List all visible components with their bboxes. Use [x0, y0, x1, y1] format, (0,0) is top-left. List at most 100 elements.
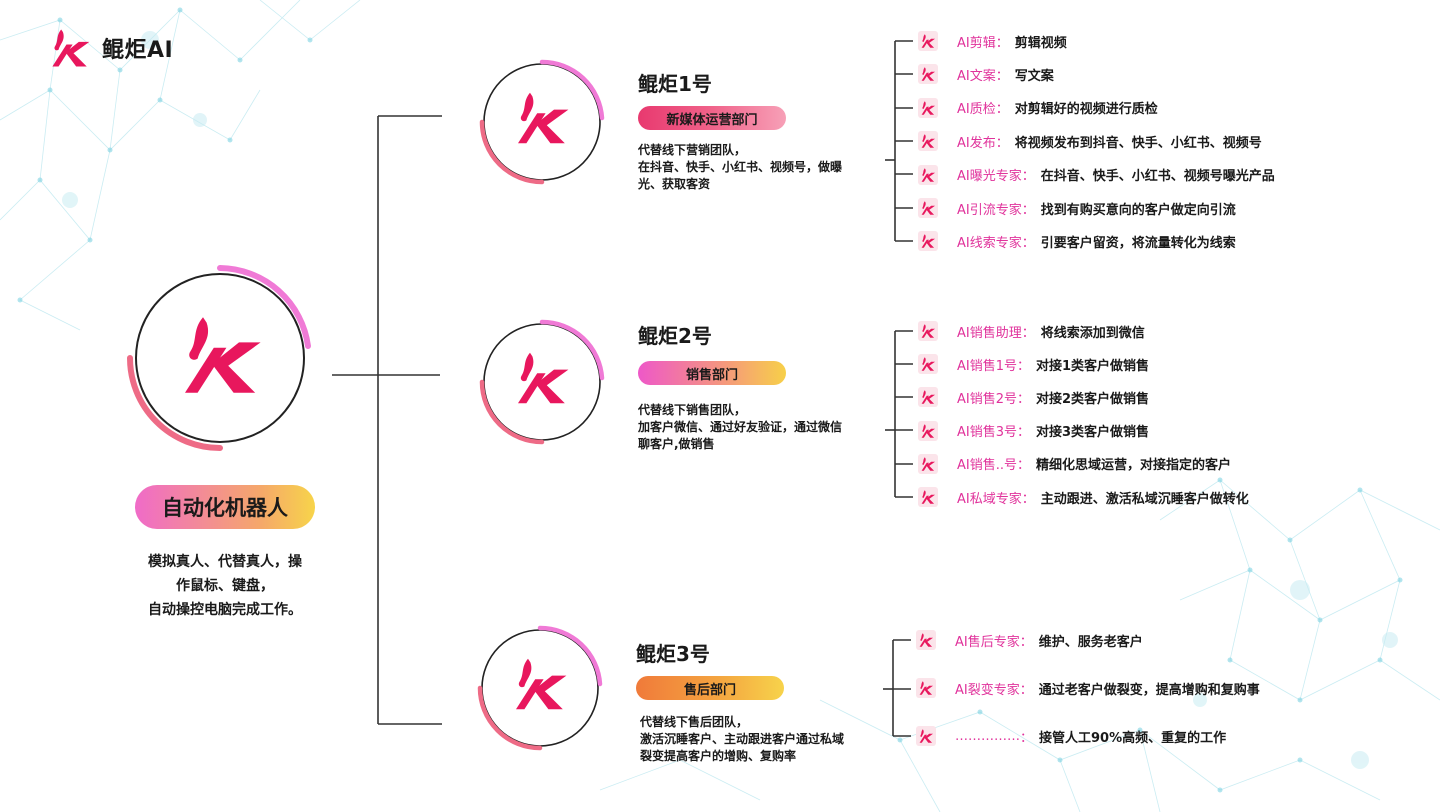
dept1-logo	[479, 59, 605, 185]
item-role: AI剪辑	[957, 35, 996, 51]
k-flame-icon	[921, 67, 936, 82]
dept3-title: 鲲炬3号	[636, 642, 710, 666]
item-logo-icon	[918, 97, 938, 118]
item-colon: ：	[1017, 425, 1031, 441]
item-task: 剪辑视频	[1014, 35, 1067, 51]
item-logo-icon	[918, 321, 938, 341]
item-task: 对接2类客户做销售	[1036, 391, 1150, 407]
item-role: AI发布	[957, 135, 996, 151]
list-item: AI销售..号：精细化思域运营，对接指定的客户	[918, 453, 1231, 475]
dept1-pill: 新媒体运营部门	[638, 106, 786, 130]
item-role: AI售后专家	[955, 634, 1020, 650]
item-colon: ：	[995, 68, 1009, 84]
item-task: 写文案	[1014, 68, 1054, 84]
list-item: AI售后专家：维护、服务老客户	[916, 629, 1143, 651]
dept1-title: 鲲炬1号	[638, 72, 712, 96]
list-item: ……………：接管人工90%高频、重复的工作	[916, 725, 1226, 747]
item-role: AI引流专家	[957, 202, 1022, 218]
item-task: 通过老客户做裂变，提高增购和复购事	[1038, 682, 1260, 698]
dept2-title: 鲲炬2号	[638, 324, 712, 348]
item-colon: ：	[1017, 358, 1031, 374]
item-colon: ：	[995, 102, 1009, 118]
item-colon: ：	[1019, 682, 1033, 698]
list-item: AI销售1号： 对接1类客户做销售	[918, 353, 1149, 375]
k-flame-icon	[921, 134, 936, 148]
item-task: 维护、服务老客户	[1038, 634, 1143, 650]
k-flame-icon	[919, 729, 934, 743]
k-flame-icon	[185, 317, 261, 393]
dept3-pill: 售后部门	[636, 676, 784, 700]
k-flame-icon	[921, 234, 936, 249]
item-task: 对接3类客户做销售	[1036, 425, 1150, 441]
item-logo-icon	[918, 231, 938, 252]
main-robot-logo	[127, 265, 311, 451]
item-task: 将视频发布到抖音、快手、小红书、视频号	[1014, 135, 1262, 151]
item-colon: ：	[1017, 458, 1031, 474]
dept2-pill: 销售部门	[638, 361, 786, 385]
dept2-description: 代替线下销售团队， 加客户微信、通过好友验证，通过微信 聊客户,做销售	[638, 403, 843, 451]
item-logo-icon	[916, 678, 936, 698]
k-flame-icon	[921, 490, 936, 504]
dept3-logo	[477, 625, 603, 751]
list-item: AI曝光专家： 在抖音、快手、小红书、视频号曝光产品	[918, 164, 1275, 186]
list-item: AI文案： 写文案	[918, 63, 1054, 85]
item-logo-icon	[918, 453, 938, 474]
list-item: AI销售2号：对接2类客户做销售	[918, 386, 1149, 408]
item-logo-icon	[918, 64, 938, 85]
list-item: AI线索专家：引要客户留资，将流量转化为线索	[918, 230, 1236, 252]
item-logo-icon	[916, 630, 936, 650]
item-colon: ：	[1021, 235, 1035, 251]
item-role: AI质检	[957, 102, 996, 118]
item-task: 找到有购买意向的客户做定向引流	[1040, 202, 1236, 218]
item-colon: ：	[1021, 491, 1035, 507]
item-role: AI曝光专家	[957, 169, 1022, 185]
item-colon: ：	[995, 35, 1009, 51]
k-flame-icon	[921, 423, 936, 438]
k-flame-icon	[919, 633, 934, 647]
item-logo-icon	[918, 387, 938, 408]
item-role: AI私域专家	[957, 491, 1022, 507]
item-colon: ：	[1021, 202, 1035, 218]
item-role: AI销售3号	[957, 425, 1017, 441]
item-role: ……………	[955, 728, 1020, 744]
item-logo-icon	[918, 198, 938, 218]
main-title-pill: 自动化机器人	[135, 485, 315, 529]
brand-logo-icon	[52, 29, 90, 67]
list-item: AI发布： 将视频发布到抖音、快手、小红书、视频号	[918, 130, 1262, 152]
item-task: 在抖音、快手、小红书、视频号曝光产品	[1040, 169, 1275, 185]
item-colon: ：	[995, 135, 1009, 151]
list-item: AI私域专家：主动跟进、激活私域沉睡客户做转化	[918, 486, 1249, 508]
item-logo-icon	[918, 354, 938, 375]
item-colon: ：	[1020, 730, 1034, 746]
item-task: 将线索添加到微信	[1040, 325, 1145, 341]
item-task: 对接1类客户做销售	[1036, 358, 1150, 374]
item-task: 精细化思域运营，对接指定的客户	[1036, 458, 1232, 474]
main-description: 模拟真人、代替真人，操 作鼠标、键盘， 自动操控电脑完成工作。	[148, 554, 302, 618]
item-role: AI销售1号	[957, 358, 1017, 374]
list-item: AI剪辑： 剪辑视频	[918, 30, 1067, 52]
k-flame-icon	[921, 201, 936, 215]
k-flame-icon	[518, 352, 569, 404]
item-task: 引要客户留资，将流量转化为线索	[1040, 235, 1236, 251]
list-item: AI质检： 对剪辑好的视频进行质检	[918, 97, 1158, 119]
item-logo-icon	[918, 487, 938, 507]
item-colon: ：	[1021, 325, 1035, 341]
list-item: AI销售助理：将线索添加到微信	[918, 320, 1145, 342]
k-flame-icon	[921, 357, 936, 371]
brand-name: 鲲炬AI	[102, 38, 174, 63]
k-flame-icon	[518, 92, 569, 144]
dept3-description: 代替线下售后团队， 激活沉睡客户、主动跟进客户通过私域 裂变提高客户的增购、复购…	[640, 715, 845, 763]
item-role: AI文案	[957, 68, 996, 84]
item-colon: ：	[1021, 169, 1035, 185]
item-role: AI裂变专家	[955, 682, 1020, 698]
item-logo-icon	[918, 31, 938, 51]
item-logo-icon	[916, 726, 936, 746]
item-role: AI销售2号	[957, 391, 1017, 407]
k-flame-icon	[921, 167, 936, 182]
item-task: 对剪辑好的视频进行质检	[1014, 102, 1158, 118]
k-flame-icon	[921, 34, 936, 48]
item-logo-icon	[918, 420, 938, 441]
list-item: AI引流专家： 找到有购买意向的客户做定向引流	[918, 197, 1236, 219]
